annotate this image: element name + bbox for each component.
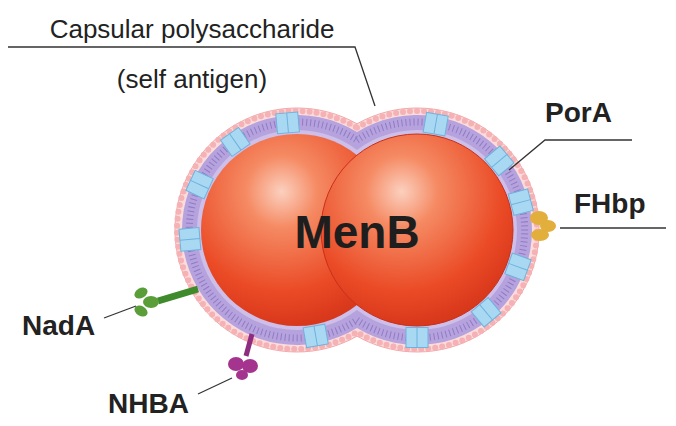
lipid-texture xyxy=(189,122,524,338)
porin xyxy=(423,112,448,136)
inner-membrane xyxy=(197,130,517,330)
protein-label: PorA xyxy=(545,97,612,129)
capsule-label: Capsular polysaccharide (self antigen) xyxy=(27,4,357,104)
fhbp-protein xyxy=(530,211,556,241)
protein-label: FHbp xyxy=(574,188,646,220)
porin xyxy=(406,328,428,348)
nada-stalk xyxy=(158,289,198,301)
porin xyxy=(179,228,201,252)
porin-group xyxy=(179,112,533,348)
organism-name: MenB xyxy=(294,205,419,259)
leader-lines xyxy=(8,47,666,394)
nhba-head xyxy=(228,357,258,380)
porin xyxy=(276,112,300,134)
protein-label: NHBA xyxy=(108,388,189,420)
bacterium-body: MenB xyxy=(294,205,419,259)
porin xyxy=(508,189,533,215)
nhba-stalk xyxy=(246,334,252,356)
capsule-dots xyxy=(177,111,537,349)
outer-membrane xyxy=(182,115,532,345)
porin xyxy=(303,324,328,348)
protein-label: NadA xyxy=(22,310,95,342)
nada-head xyxy=(132,285,159,319)
capsule xyxy=(175,108,539,352)
